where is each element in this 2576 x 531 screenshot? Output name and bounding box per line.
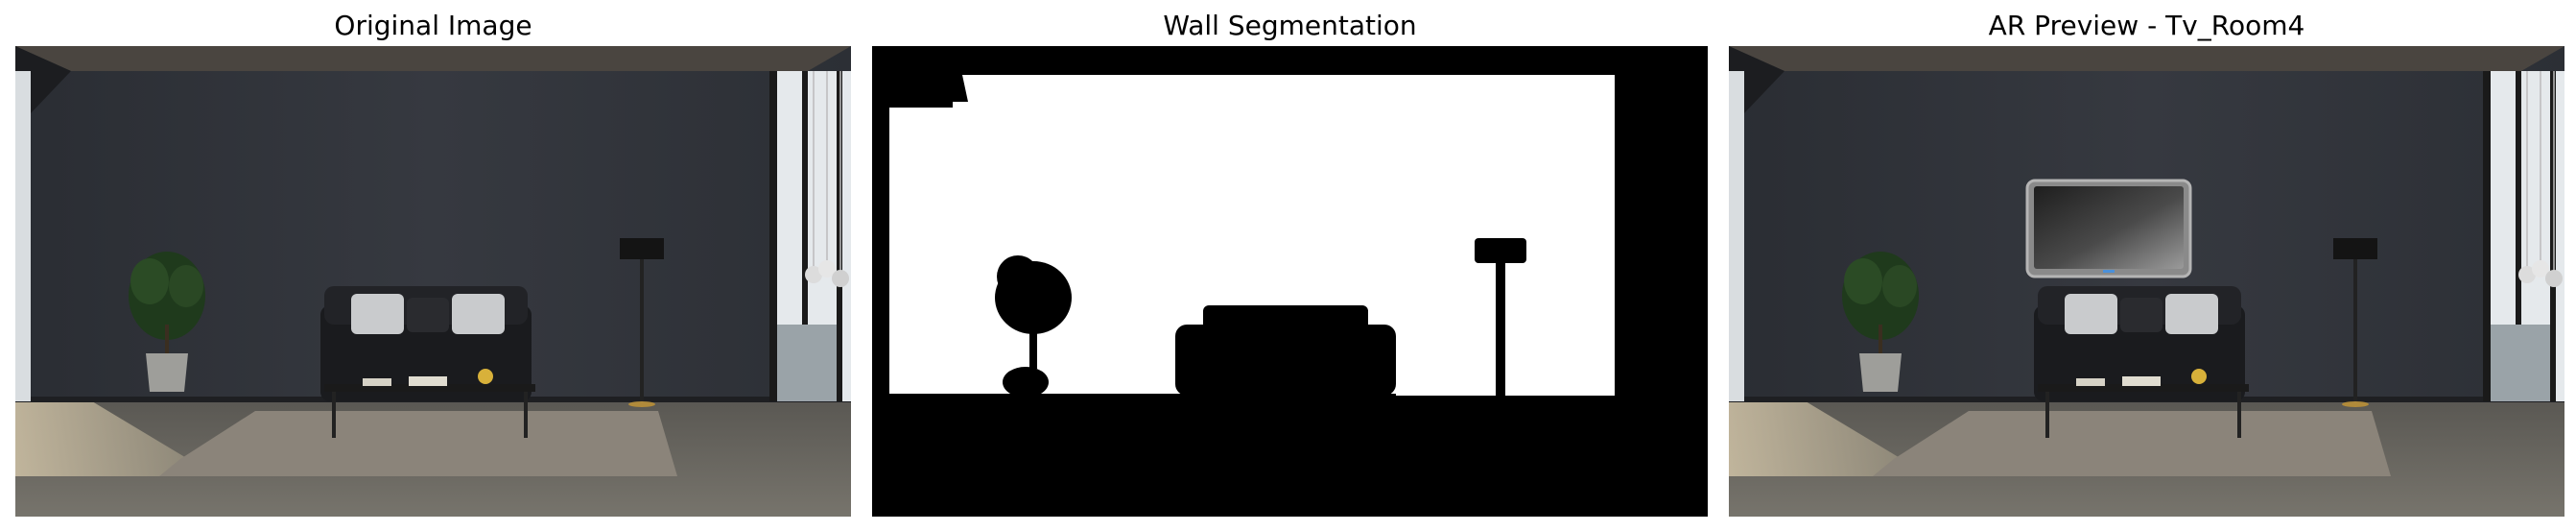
segmentation-mask (872, 46, 1708, 517)
panel-title: AR Preview - Tv_Room4 (1988, 10, 2305, 41)
panel-ar-preview: AR Preview - Tv_Room4 (1729, 0, 2564, 531)
panel-title: Original Image (334, 10, 532, 41)
tv-overlay (2025, 179, 2192, 278)
panel-original: Original Image (15, 0, 851, 531)
panel-segmentation: Wall Segmentation (872, 0, 1708, 531)
original-image (15, 46, 851, 517)
ar-preview-image (1729, 46, 2564, 517)
panel-title: Wall Segmentation (1163, 10, 1417, 41)
